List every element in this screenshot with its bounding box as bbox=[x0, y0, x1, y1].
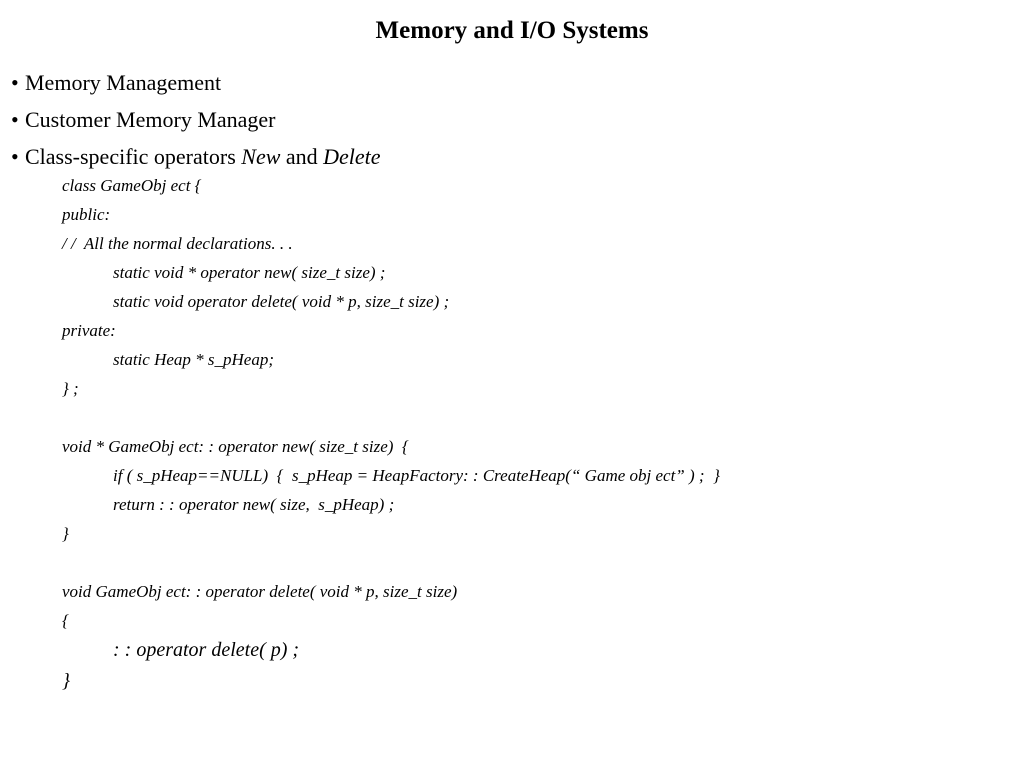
code-line: } bbox=[62, 524, 69, 543]
code-line: static void * operator new( size_t size)… bbox=[113, 263, 386, 282]
code-line: void * GameObj ect: : operator new( size… bbox=[62, 437, 409, 456]
code-block: class GameObj ect { public: / / All the … bbox=[62, 171, 720, 697]
code-line: void GameObj ect: : operator delete( voi… bbox=[62, 582, 458, 601]
code-line: } ; bbox=[62, 379, 79, 398]
bullet-text-prefix: Class-specific operators bbox=[25, 144, 242, 169]
slide-title: Memory and I/O Systems bbox=[375, 17, 649, 44]
code-line: } bbox=[62, 670, 70, 692]
bullet-customer-memory-manager: •Customer Memory Manager bbox=[11, 101, 381, 138]
bullet-marker: • bbox=[11, 144, 19, 169]
bullet-memory-management: •Memory Management bbox=[11, 64, 381, 101]
code-line: return : : operator new( size, s_pHeap) … bbox=[113, 495, 395, 514]
bullet-text-middle: and bbox=[280, 144, 324, 169]
code-line: : : operator delete( p) ; bbox=[113, 639, 300, 661]
keyword-delete: Delete bbox=[323, 144, 381, 169]
code-line: / / All the normal declarations. . . bbox=[62, 234, 293, 253]
code-line: static void operator delete( void * p, s… bbox=[113, 292, 450, 311]
code-line: public: bbox=[62, 205, 111, 224]
bullet-class-specific-operators: •Class-specific operators New and Delete bbox=[11, 138, 381, 175]
code-line-blank bbox=[62, 403, 720, 432]
code-line: static Heap * s_pHeap; bbox=[113, 350, 275, 369]
code-line: class GameObj ect { bbox=[62, 176, 202, 195]
bullet-text: Memory Management bbox=[25, 70, 222, 95]
code-line-blank bbox=[62, 548, 720, 577]
code-line: { bbox=[62, 611, 69, 630]
keyword-new: New bbox=[241, 144, 281, 169]
code-line: private: bbox=[62, 321, 116, 340]
bullet-text: Customer Memory Manager bbox=[25, 107, 276, 132]
code-line: if ( s_pHeap==NULL) { s_pHeap = HeapFact… bbox=[113, 466, 720, 485]
bullet-list: •Memory Management •Customer Memory Mana… bbox=[11, 64, 381, 175]
bullet-marker: • bbox=[11, 70, 19, 95]
bullet-marker: • bbox=[11, 107, 19, 132]
